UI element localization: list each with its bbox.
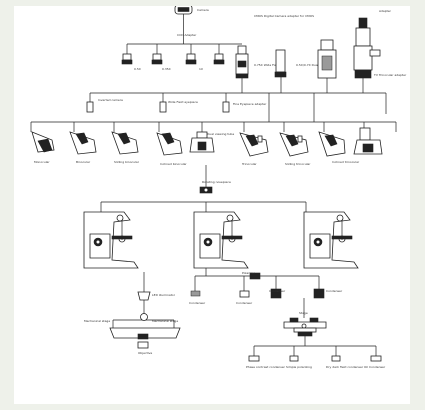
lens-0-35x-label: 0.35X: [162, 67, 171, 71]
relay-lens-1x: [185, 53, 197, 65]
microscope-stand-2: [193, 211, 249, 269]
polarizer-label: Polarizer: [242, 271, 256, 275]
wide-field-eyepiece-label: Wide Field eyepiece: [168, 100, 198, 104]
eyepiece-bus: [89, 78, 250, 110]
stand-bus: [100, 165, 307, 212]
dual-view-adapter-label: 0.5X/0.7X Dual view: [296, 63, 327, 67]
ccd-adapter-connector: [126, 33, 242, 54]
condenser-1: [190, 290, 201, 297]
stage-junction-icon: [140, 313, 148, 321]
inverted-camera-label: Inverted camera: [98, 98, 123, 102]
inclined-binocular-label: Inclined binocular: [160, 162, 187, 166]
phase-contrast-condenser: [248, 355, 260, 362]
polarizer-slider: [249, 272, 261, 280]
simple-polarizing-label: Simple polarizing: [286, 365, 312, 369]
lens-0-5x-label: 0.5X: [134, 67, 141, 71]
led-illuminator-label: LED illuminator: [152, 293, 176, 297]
head-sliding-trinocular: [279, 132, 309, 157]
camera-unit: [174, 6, 193, 33]
head-sliding-binocular: [111, 131, 139, 155]
simple-polarizing: [289, 355, 299, 362]
monocular-label: Monocular: [34, 160, 50, 164]
head-inclined-binocular: [156, 132, 183, 156]
mechanical-stage-left-label: Mechanical stage: [84, 319, 110, 323]
condenser-2: [239, 290, 250, 298]
eyepiece-adapter-right: [222, 101, 230, 113]
dry-dark-field-label: Dry dark field condenser: [326, 365, 364, 369]
sliding-trinocular-label: Sliding trinocular: [285, 162, 311, 166]
camera-label: Camera: [197, 8, 209, 12]
microscope-stand-3: [303, 211, 359, 269]
lower-connector: [143, 268, 207, 292]
dual-view-adapter: [317, 39, 337, 79]
oil-condenser: [370, 355, 382, 362]
led-illuminator: [137, 291, 151, 301]
adapter-bus: [250, 77, 387, 114]
top-right-label: Adapter: [379, 9, 392, 13]
mechanical-stage-right-label: Mechanical stage: [152, 319, 178, 323]
relay-lens-0-5x: [121, 53, 133, 65]
wide-field-adapter: [274, 49, 287, 78]
head-monocular: [31, 131, 55, 153]
inclined-trinocular-label: Inclined trinocular: [332, 160, 360, 164]
photo-adapter-label: TV Trinocular adapter: [373, 73, 407, 77]
photo-adapter: [353, 17, 381, 79]
condenser-1-label: Condenser: [189, 301, 206, 305]
heads-bus-feed: [268, 93, 315, 122]
relay-lens-0-35x: [151, 53, 163, 65]
dry-dark-field-condenser: [331, 355, 341, 362]
eyepiece-adapter-left: [86, 101, 94, 113]
binocular-label: Binocular: [76, 160, 91, 164]
trinocular-label: Trinocular: [241, 162, 257, 166]
diagram-sheet: Camera CCD Adapter 0.5X 0.35X 1X CMOS Di…: [14, 6, 410, 404]
microscope-system-diagram: Camera CCD Adapter 0.5X 0.35X 1X CMOS Di…: [30, 6, 407, 369]
nosepiece-label: Rotating nosepiece: [202, 180, 231, 184]
digital-camera-adapter: [235, 45, 249, 79]
stage-accessory-bus: [253, 336, 377, 356]
lens-1x-label: 1X: [199, 67, 203, 71]
fine-eyepiece-label: Fine Eyepiece adapter: [233, 102, 267, 106]
rotating-nosepiece: [199, 186, 213, 194]
heads-bus-drops: [30, 122, 397, 132]
condenser-3-label: Condenser: [269, 289, 286, 293]
wide-field-adapter-label: 0.75X Wide Field: [254, 63, 279, 67]
mechanical-stage: [109, 327, 181, 349]
digital-camera-adapter-label: CMOS Digital Camera adapter for CMOS: [254, 14, 314, 18]
condenser-4: [313, 288, 325, 299]
dual-viewing-label: Dual viewing tube: [207, 132, 234, 136]
specimen-stage: [283, 317, 327, 337]
oil-condenser-label: Oil Condenser: [364, 365, 386, 369]
condenser-3: [270, 288, 282, 299]
head-dual-viewing: [189, 131, 215, 153]
stage-label: Stage: [299, 311, 308, 315]
relay-lens-extra: [213, 53, 225, 65]
sliding-binocular-label: Sliding binocular: [114, 160, 140, 164]
microscope-stand-1: [83, 211, 139, 269]
condenser-4-label: Condenser: [326, 289, 343, 293]
head-trinocular-upright: [353, 127, 383, 155]
head-inclined-trinocular: [318, 131, 346, 157]
head-binocular: [69, 131, 97, 155]
head-trinocular: [239, 132, 269, 157]
ccd-adapter-label: CCD Adapter: [177, 33, 197, 37]
objective-bottom-label: Objective: [138, 351, 152, 355]
eyepiece-adapter-mid: [159, 101, 167, 113]
condenser-2-label: Condenser: [236, 301, 253, 305]
phase-contrast-label: Phase contrast condenser: [246, 365, 286, 369]
